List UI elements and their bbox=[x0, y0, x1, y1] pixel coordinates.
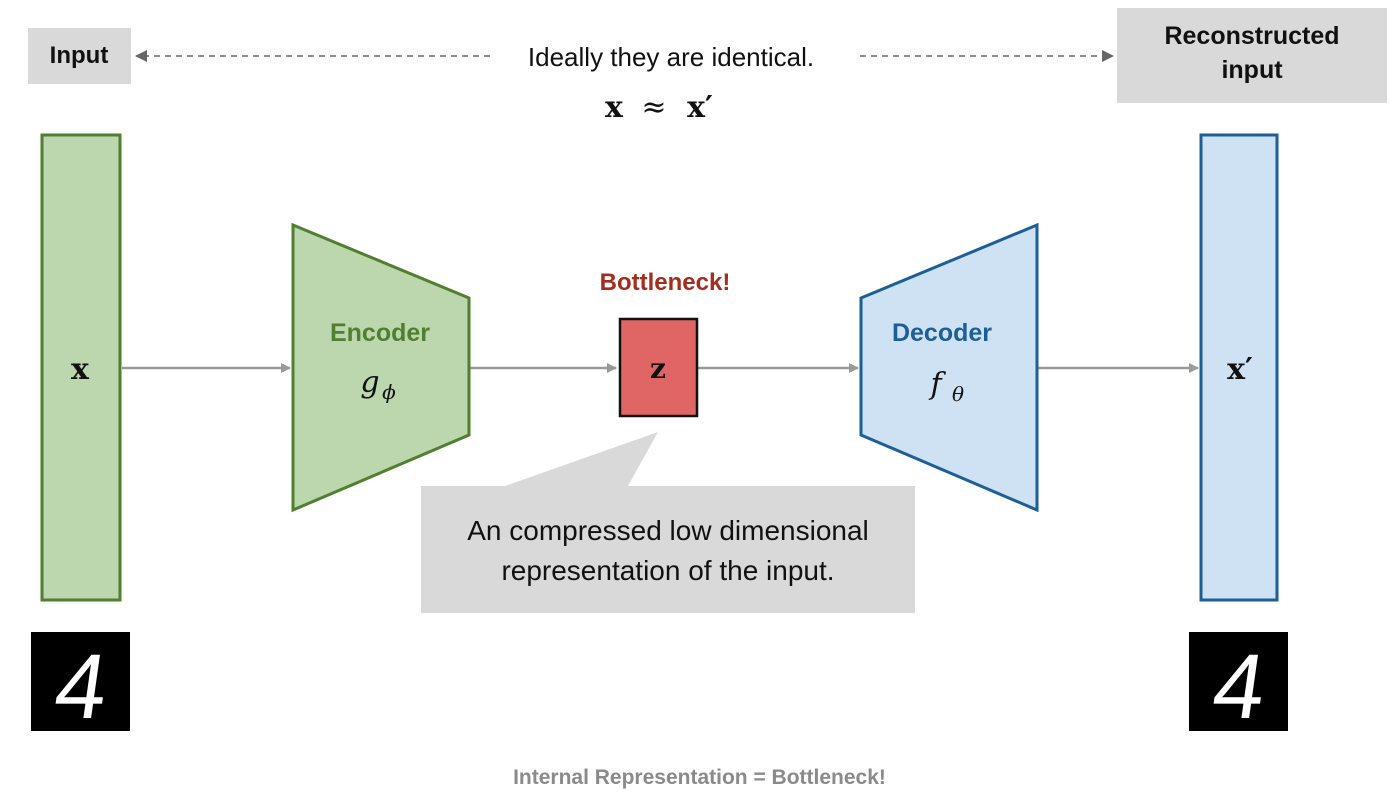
identical-note: Ideally they are identical. bbox=[528, 42, 814, 72]
decoder-block bbox=[859, 222, 1039, 513]
bottleneck-z-box bbox=[618, 317, 699, 418]
encoder-function-name: g bbox=[360, 365, 379, 400]
decoder-function-subscript: θ bbox=[952, 382, 964, 406]
reconstructed-label-box bbox=[1117, 8, 1387, 103]
approx-symbol: ≈ bbox=[641, 90, 666, 125]
encoder-label: Encoder bbox=[330, 319, 430, 347]
callout-line2: representation of the input. bbox=[501, 555, 834, 586]
input-digit-image: 4 bbox=[31, 632, 130, 738]
input-vector bbox=[40, 133, 122, 602]
reconstructed-label-line2: input bbox=[1221, 56, 1283, 84]
input-vector-label: x bbox=[71, 352, 90, 387]
input-label-box bbox=[28, 28, 131, 84]
decoder-label: Decoder bbox=[892, 319, 992, 347]
approx-right: x′ bbox=[687, 90, 713, 125]
encoder-block bbox=[291, 222, 471, 513]
output-vector-label: x′ bbox=[1227, 352, 1253, 387]
diagram-caption: Internal Representation = Bottleneck! bbox=[513, 766, 886, 789]
input-label: Input bbox=[50, 42, 109, 69]
callout-bubble bbox=[421, 432, 915, 613]
output-vector bbox=[1199, 133, 1279, 602]
approx-left: x bbox=[605, 90, 624, 125]
bottleneck-z-label: z bbox=[650, 352, 666, 385]
bottleneck-label: Bottleneck! bbox=[600, 269, 731, 296]
reconstructed-label-line1: Reconstructed bbox=[1164, 22, 1339, 50]
approx-equation: x ≈ x′ bbox=[605, 90, 713, 125]
encoder-function: g ϕ bbox=[360, 365, 396, 404]
output-digit-image: 4 bbox=[1189, 632, 1288, 738]
encoder-function-subscript: ϕ bbox=[382, 380, 396, 404]
callout-line1: An compressed low dimensional bbox=[467, 515, 869, 546]
